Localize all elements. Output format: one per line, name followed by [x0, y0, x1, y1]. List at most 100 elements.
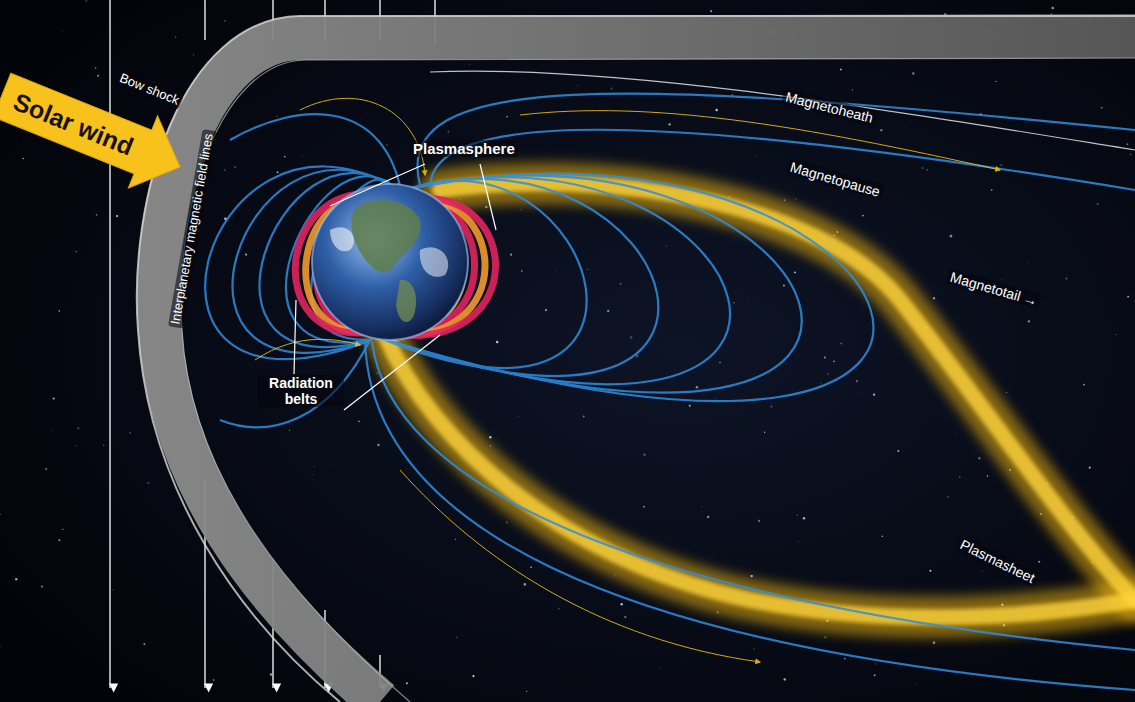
- star: [783, 284, 785, 286]
- star: [520, 209, 522, 211]
- star: [873, 394, 875, 396]
- star: [22, 158, 23, 159]
- star: [313, 465, 315, 467]
- star: [755, 154, 757, 156]
- star: [643, 506, 645, 508]
- star: [530, 566, 532, 568]
- star: [991, 189, 993, 191]
- star: [301, 155, 303, 157]
- star: [798, 541, 799, 542]
- star: [753, 648, 755, 650]
- bow-shock-inner-edge: [181, 58, 1135, 702]
- star: [210, 371, 212, 373]
- star: [92, 69, 93, 70]
- star: [844, 658, 846, 660]
- star: [803, 517, 806, 520]
- flow-lines: [255, 98, 1000, 662]
- star: [1051, 7, 1053, 9]
- star: [882, 536, 883, 537]
- star: [583, 416, 585, 418]
- star: [239, 671, 241, 673]
- bow-shock-band: [159, 36, 1135, 702]
- star: [85, 0, 87, 2]
- star: [786, 629, 788, 631]
- star: [715, 109, 717, 111]
- star: [456, 636, 458, 638]
- star: [874, 674, 876, 676]
- star: [707, 516, 709, 518]
- star: [749, 71, 751, 73]
- star: [668, 123, 670, 125]
- star: [636, 357, 637, 358]
- star: [1, 92, 2, 93]
- star: [138, 62, 140, 64]
- star: [1065, 278, 1067, 280]
- star: [51, 430, 53, 432]
- star: [15, 578, 17, 580]
- star: [377, 444, 379, 446]
- star: [31, 589, 33, 591]
- star: [959, 476, 961, 478]
- star: [53, 397, 55, 399]
- star: [862, 393, 863, 394]
- star: [1004, 392, 1006, 394]
- star: [224, 20, 225, 21]
- star: [620, 283, 622, 285]
- star: [824, 357, 826, 359]
- star: [686, 663, 688, 665]
- star: [676, 442, 677, 443]
- star: [87, 285, 89, 287]
- star: [386, 144, 388, 146]
- star: [912, 72, 914, 74]
- star: [489, 436, 491, 438]
- star: [58, 539, 60, 541]
- star: [312, 474, 313, 475]
- star: [97, 75, 99, 77]
- star: [116, 215, 118, 217]
- star: [852, 89, 853, 90]
- star: [193, 54, 195, 56]
- star: [933, 641, 935, 643]
- star: [701, 506, 703, 508]
- earth: [312, 184, 468, 340]
- star: [660, 667, 661, 668]
- star: [506, 521, 508, 523]
- star: [289, 430, 290, 431]
- leader-lines: [294, 164, 496, 410]
- star: [234, 166, 236, 168]
- star: [794, 272, 796, 274]
- star: [875, 663, 876, 664]
- star: [1001, 164, 1002, 165]
- star: [785, 429, 786, 430]
- star: [764, 432, 765, 433]
- star: [1115, 334, 1116, 335]
- arrow-body: [0, 59, 195, 203]
- star: [950, 235, 953, 238]
- star: [784, 678, 786, 680]
- star: [377, 372, 379, 374]
- star: [276, 116, 277, 117]
- star: [270, 673, 272, 675]
- star: [468, 63, 470, 65]
- star: [607, 310, 609, 312]
- bow-shock-edge: [137, 16, 1135, 702]
- star: [518, 415, 520, 417]
- star: [1097, 203, 1100, 206]
- star: [833, 360, 835, 362]
- star: [1038, 561, 1040, 563]
- field-line: [365, 340, 1135, 690]
- star: [926, 169, 927, 170]
- star: [245, 253, 247, 255]
- star: [134, 343, 135, 344]
- star: [16, 392, 17, 393]
- star: [41, 585, 43, 587]
- star: [796, 514, 798, 516]
- star: [406, 682, 408, 684]
- star: [1046, 566, 1048, 568]
- star: [100, 288, 102, 290]
- star: [0, 646, 1, 647]
- star: [521, 270, 523, 272]
- star: [714, 398, 715, 399]
- star: [824, 636, 826, 638]
